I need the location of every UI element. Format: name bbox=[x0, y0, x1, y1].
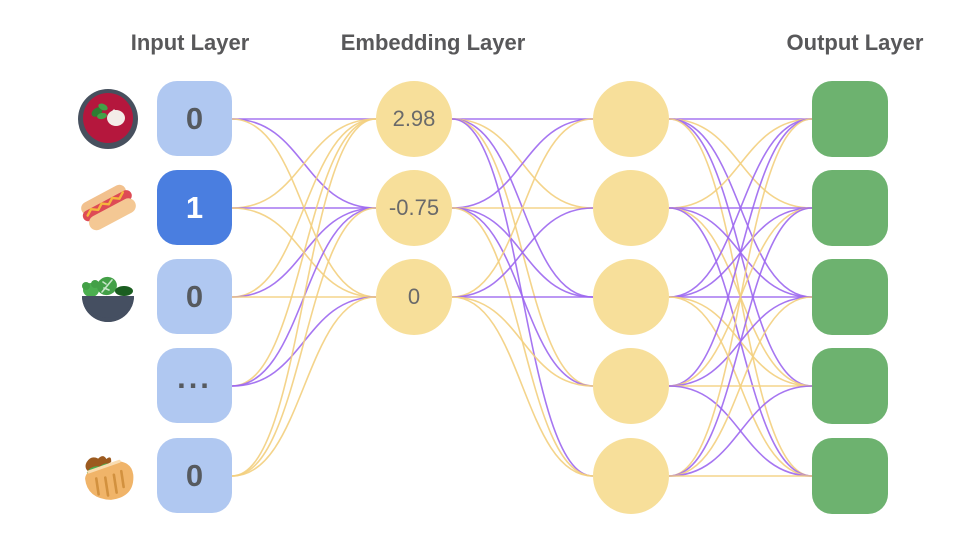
hidden-node-3 bbox=[593, 259, 669, 335]
output-node-2 bbox=[812, 170, 888, 246]
stuffed-flatbread-icon bbox=[76, 444, 140, 508]
input-value: 0 bbox=[185, 278, 204, 314]
input-node-stuffed-flatbread: 0 bbox=[157, 438, 232, 513]
green-salad-icon bbox=[76, 265, 140, 329]
output-node-5 bbox=[812, 438, 888, 514]
edge bbox=[451, 207, 594, 298]
edge bbox=[231, 207, 377, 477]
edge bbox=[231, 118, 377, 387]
borscht-icon bbox=[76, 87, 140, 151]
input-node-hot-dog: 1 bbox=[157, 170, 232, 245]
hidden-node-4 bbox=[593, 348, 669, 424]
input-value: 1 bbox=[185, 189, 204, 225]
edge bbox=[451, 296, 594, 387]
edge bbox=[668, 118, 813, 387]
edge bbox=[668, 118, 813, 477]
hidden-node-2 bbox=[593, 170, 669, 246]
edge bbox=[231, 118, 377, 477]
embedding-node-3: 0 bbox=[376, 259, 452, 335]
edge bbox=[451, 118, 594, 298]
output-node-4 bbox=[812, 348, 888, 424]
output-node-1 bbox=[812, 81, 888, 157]
input-value: 0 bbox=[185, 100, 204, 136]
edge bbox=[668, 296, 813, 477]
edge bbox=[668, 118, 813, 209]
edge bbox=[231, 118, 377, 298]
output-node-3 bbox=[812, 259, 888, 335]
input-node-green-salad: 0 bbox=[157, 259, 232, 334]
embedding-layer-title: Embedding Layer bbox=[340, 30, 526, 55]
input-node-borscht: 0 bbox=[157, 81, 232, 156]
input-layer-title: Input Layer bbox=[130, 30, 250, 55]
embedding-node-2: -0.75 bbox=[376, 170, 452, 246]
hidden-node-1 bbox=[593, 81, 669, 157]
embedding-value: -0.75 bbox=[388, 195, 440, 220]
edge bbox=[451, 118, 594, 209]
input-value: 0 bbox=[185, 457, 204, 493]
embedding-value: 2.98 bbox=[392, 106, 436, 131]
embedding-node-1: 2.98 bbox=[376, 81, 452, 157]
edge bbox=[451, 296, 594, 477]
input-value: ... bbox=[177, 359, 212, 395]
hidden-node-5 bbox=[593, 438, 669, 514]
edge bbox=[668, 207, 813, 477]
output-layer-title: Output Layer bbox=[786, 30, 924, 55]
embedding-value: 0 bbox=[407, 284, 421, 309]
edge bbox=[668, 118, 813, 298]
edge bbox=[668, 385, 813, 477]
edge bbox=[231, 296, 377, 477]
input-node-ellipsis: ... bbox=[157, 348, 232, 423]
edge bbox=[231, 118, 377, 209]
hot-dog-icon bbox=[76, 175, 140, 239]
